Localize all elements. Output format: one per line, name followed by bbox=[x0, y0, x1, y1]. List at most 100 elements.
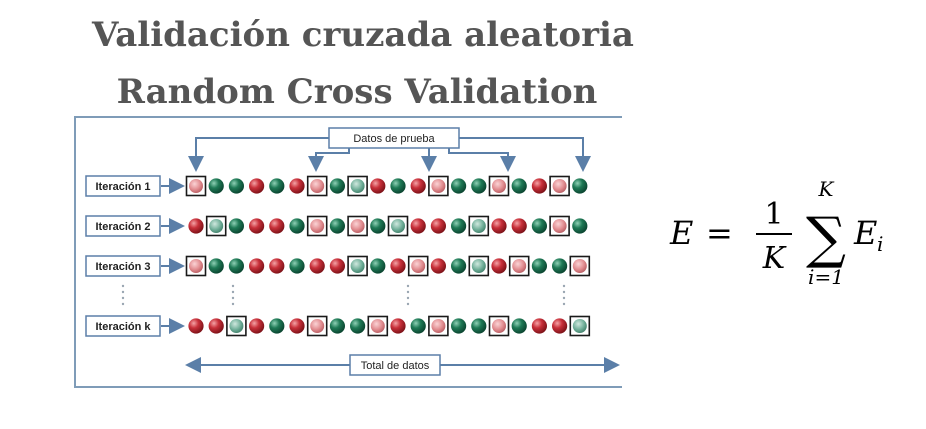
green-sample-ball bbox=[531, 218, 547, 234]
green-sample-ball bbox=[289, 258, 305, 274]
green-sample-ball bbox=[511, 178, 527, 194]
green-sample-ball bbox=[289, 218, 305, 234]
red-sample-ball bbox=[491, 258, 507, 274]
green-sample-ball bbox=[451, 258, 467, 274]
red-sample-ball bbox=[188, 218, 204, 234]
red-sample-ball bbox=[390, 258, 406, 274]
green-sample-ball bbox=[451, 218, 467, 234]
red-sample-ball bbox=[269, 258, 285, 274]
formula-lower: i=1 bbox=[808, 265, 844, 289]
red-sample-ball bbox=[511, 218, 527, 234]
total-data-label: Total de datos bbox=[361, 360, 430, 372]
test-sample-ball bbox=[189, 259, 203, 273]
red-sample-ball bbox=[249, 178, 265, 194]
test-sample-ball bbox=[310, 179, 325, 193]
green-sample-ball bbox=[228, 218, 244, 234]
test-sample-ball bbox=[512, 259, 527, 273]
red-sample-ball bbox=[410, 218, 426, 234]
test-sample-ball bbox=[350, 259, 365, 273]
red-sample-ball bbox=[249, 318, 265, 334]
test-sample-ball bbox=[471, 219, 486, 233]
red-sample-ball bbox=[188, 318, 204, 334]
green-sample-ball bbox=[451, 178, 467, 194]
iteration-label: Iteración 1 bbox=[95, 181, 150, 193]
iteration-label-box bbox=[85, 255, 161, 277]
title-spanish: Validación cruzada aleatoria bbox=[92, 15, 634, 55]
test-sample-ball bbox=[431, 179, 446, 193]
iteration-row: Iteración 2 bbox=[85, 215, 588, 237]
test-data-label: Datos de prueba bbox=[353, 133, 435, 145]
formula: E = 1 K K ∑ i=1 E i bbox=[668, 177, 908, 289]
red-sample-ball bbox=[309, 258, 325, 274]
iteration-row: Iteración k bbox=[85, 315, 591, 337]
green-sample-ball bbox=[228, 258, 244, 274]
test-sample-ball bbox=[572, 319, 587, 333]
red-sample-ball bbox=[370, 178, 386, 194]
formula-equals: = bbox=[706, 214, 733, 252]
green-sample-ball bbox=[370, 258, 386, 274]
total-data-box bbox=[349, 354, 441, 376]
red-sample-ball bbox=[430, 258, 446, 274]
red-sample-ball bbox=[491, 218, 507, 234]
iteration-label-box bbox=[85, 215, 161, 237]
test-data-connectors bbox=[188, 137, 591, 172]
iteration-label-box bbox=[85, 315, 161, 337]
test-sample-ball bbox=[370, 319, 385, 333]
test-sample-ball bbox=[350, 179, 365, 193]
green-sample-ball bbox=[471, 318, 487, 334]
red-sample-ball bbox=[430, 218, 446, 234]
red-sample-ball bbox=[269, 218, 285, 234]
test-sample-ball bbox=[492, 319, 506, 333]
test-sample-ball bbox=[552, 179, 567, 193]
iteration-rows: Iteración 1 Iteración 2 Iteración 3 Iteraci… bbox=[85, 175, 591, 337]
green-sample-ball bbox=[370, 218, 386, 234]
green-sample-ball bbox=[208, 178, 224, 194]
iteration-row: Iteración 3 bbox=[85, 255, 591, 277]
iteration-label: Iteración k bbox=[95, 321, 151, 333]
red-sample-ball bbox=[552, 318, 568, 334]
red-sample-ball bbox=[249, 218, 265, 234]
green-sample-ball bbox=[329, 318, 345, 334]
green-sample-ball bbox=[451, 318, 467, 334]
green-sample-ball bbox=[329, 218, 345, 234]
green-sample-ball bbox=[350, 318, 366, 334]
red-sample-ball bbox=[249, 258, 265, 274]
red-sample-ball bbox=[410, 178, 426, 194]
green-sample-ball bbox=[390, 178, 406, 194]
green-sample-ball bbox=[208, 258, 224, 274]
green-sample-ball bbox=[269, 178, 285, 194]
sum-symbol: ∑ bbox=[806, 206, 846, 271]
test-sample-ball bbox=[411, 259, 426, 273]
test-sample-ball bbox=[492, 179, 506, 193]
ellipsis-dots bbox=[121, 284, 566, 306]
test-sample-ball bbox=[310, 219, 325, 233]
test-sample-ball bbox=[229, 319, 244, 333]
formula-term: E bbox=[853, 214, 877, 252]
green-sample-ball bbox=[410, 318, 426, 334]
green-sample-ball bbox=[511, 318, 527, 334]
iteration-label: Iteración 3 bbox=[95, 261, 150, 273]
test-sample-ball bbox=[552, 219, 567, 233]
test-sample-ball bbox=[209, 219, 224, 233]
iteration-label: Iteración 2 bbox=[95, 221, 150, 233]
red-sample-ball bbox=[208, 318, 224, 334]
green-sample-ball bbox=[329, 178, 345, 194]
red-sample-ball bbox=[289, 318, 305, 334]
test-sample-ball bbox=[189, 179, 203, 193]
green-sample-ball bbox=[269, 318, 285, 334]
formula-upper: K bbox=[818, 177, 835, 201]
formula-numerator: 1 bbox=[764, 197, 783, 232]
red-sample-ball bbox=[390, 318, 406, 334]
test-sample-ball bbox=[391, 219, 405, 233]
green-sample-ball bbox=[572, 178, 588, 194]
green-sample-ball bbox=[531, 258, 547, 274]
green-sample-ball bbox=[552, 258, 568, 274]
title-english: Random Cross Validation bbox=[116, 72, 598, 112]
red-sample-ball bbox=[289, 178, 305, 194]
iteration-row: Iteración 1 bbox=[85, 175, 588, 197]
test-sample-ball bbox=[431, 319, 446, 333]
green-sample-ball bbox=[572, 218, 588, 234]
test-sample-ball bbox=[471, 259, 486, 273]
formula-subscript: i bbox=[877, 232, 883, 256]
